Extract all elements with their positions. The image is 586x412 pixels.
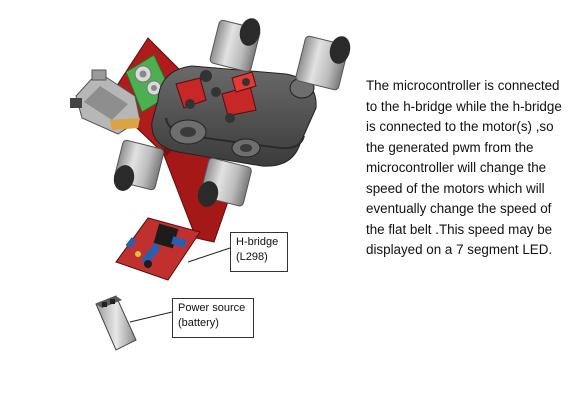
- motor-bottom-right: [197, 157, 252, 207]
- hbridge-board: [115, 217, 201, 281]
- description-text: The microcontroller is connected to the …: [366, 78, 562, 257]
- hbridge-leader-line: [187, 247, 231, 263]
- motor-top-left: [209, 18, 261, 73]
- red-components: [175, 70, 257, 123]
- power-source-callout: Power source (battery): [172, 298, 254, 338]
- hbridge-callout: H-bridge (L298): [230, 232, 288, 272]
- battery-icon: [95, 295, 137, 351]
- motor-top-right: [295, 35, 351, 91]
- electronics-module: [70, 69, 141, 135]
- motor-bottom-left: [113, 139, 165, 191]
- power-leader-line: [129, 311, 173, 323]
